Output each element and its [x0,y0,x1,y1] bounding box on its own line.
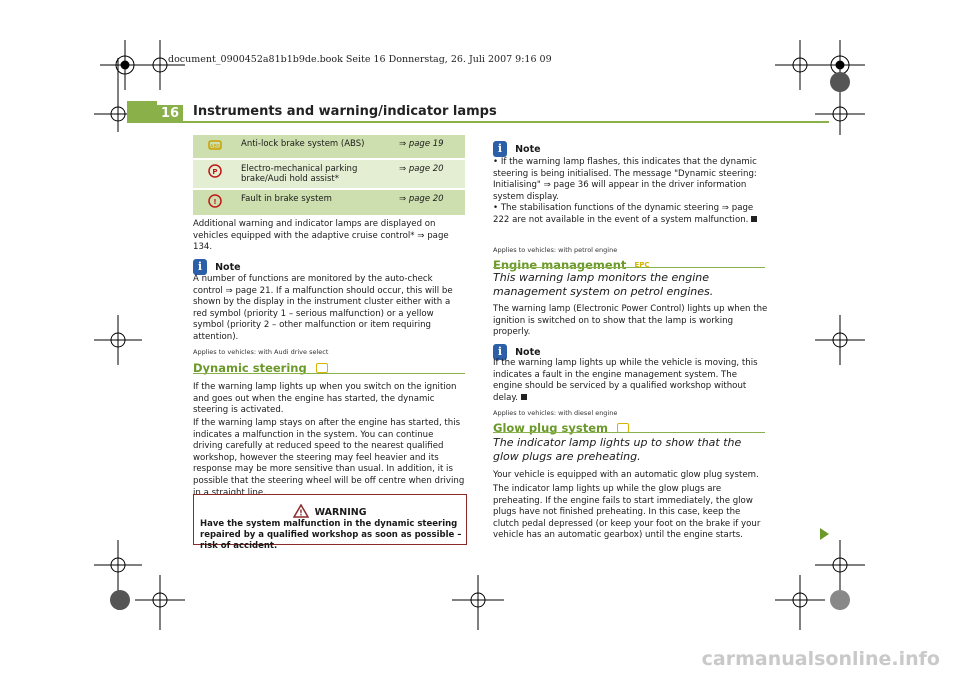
epc-lamp-icon: EPC [634,260,650,269]
warning-box: ! WARNING Have the system malfunction in… [193,494,467,551]
dynamic-steering-lamp-icon [315,362,328,373]
section-title: Dynamic steering [193,361,307,375]
engine-management-lead: This warning lamp monitors the engine ma… [493,271,714,298]
svg-text:!: ! [213,198,216,206]
lamp-label: Fault in brake system [237,189,395,217]
page-number: 16 [157,105,184,121]
warning-label: WARNING [314,507,367,518]
end-square-icon [521,393,527,400]
parking-brake-lamp-icon: P [193,159,237,190]
engine-note-text: If the warning lamp lights up while the … [493,358,768,404]
glow-plug-lead: The indicator lamp lights up to show tha… [493,436,742,463]
note-bullet-2: • The stabilisation functions of the dyn… [493,203,768,226]
table-row: ! Fault in brake system ⇒ page 20 [193,189,465,217]
page-title: Instruments and warning/indicator lamps [193,104,497,119]
svg-text:!: ! [300,508,304,517]
bullet-icon: • [493,203,501,213]
end-square-icon [751,215,758,222]
section-title: Engine management [493,258,627,272]
note-bullet-text: The stabilisation functions of the dynam… [493,203,754,225]
engine-note-body: If the warning lamp lights up while the … [493,358,758,403]
section-rule [493,267,765,268]
dynamic-steering-paragraph-2: If the warning lamp stays on after the e… [193,418,465,498]
table-row: P Electro-mechanical parking brake/Audi … [193,159,465,190]
section-title: Glow plug system [493,421,608,435]
note-heading: i Note [493,137,541,157]
dynamic-steering-paragraph-1: If the warning lamp lights up when you s… [193,382,457,416]
lamp-label: Electro-mechanical parking brake/Audi ho… [237,159,395,190]
abs-lamp-icon: ABS [193,135,237,160]
note-label: Note [515,144,541,155]
watermark: carmanualsonline.info [701,648,940,670]
glow-plug-paragraph-1: Your vehicle is equipped with an automat… [493,470,759,480]
info-icon: i [193,259,207,275]
next-page-arrow-icon[interactable] [820,528,829,540]
glow-plug-paragraph-2: The indicator lamp lights up while the g… [493,484,761,541]
warning-text: Have the system malfunction in the dynam… [200,519,462,551]
page-link[interactable]: ⇒ page 20 [395,189,465,217]
section-title-glow-plug: Glow plug system [493,417,630,436]
applies-label: Applies to vehicles: with Audi drive sel… [193,348,329,356]
note-bullet-1: • If the warning lamp flashes, this indi… [493,157,768,203]
lamp-label: Anti-lock brake system (ABS) [237,135,395,160]
section-title-engine-management: Engine management EPC [493,254,650,273]
note-bullet-text: If the warning lamp flashes, this indica… [493,157,757,202]
note-heading: i Note [193,255,241,275]
applies-label: Applies to vehicles: with petrol engine [493,246,618,254]
header-rule [127,121,829,123]
note-label: Note [515,347,541,358]
page-link[interactable]: ⇒ page 20 [395,159,465,190]
note-text: A number of functions are monitored by t… [193,274,453,342]
warning-heading: ! WARNING [194,500,466,519]
applies-label: Applies to vehicles: with diesel engine [493,409,618,417]
page-number-bar [127,101,157,121]
note-heading: i Note [493,340,541,360]
page-link[interactable]: ⇒ page 19 [395,135,465,160]
note-label: Note [215,262,241,273]
engine-management-text: The warning lamp (Electronic Power Contr… [493,304,768,338]
lamp-table: ABS Anti-lock brake system (ABS) ⇒ page … [193,135,465,217]
bullet-icon: • [493,157,501,167]
section-rule [493,432,765,433]
info-icon: i [493,344,507,360]
info-icon: i [493,141,507,157]
table-row: ABS Anti-lock brake system (ABS) ⇒ page … [193,135,465,160]
intro-paragraph: Additional warning and indicator lamps a… [193,219,449,253]
glow-plug-lamp-icon [617,422,630,433]
svg-text:ABS: ABS [210,144,220,150]
brake-fault-lamp-icon: ! [193,189,237,217]
section-title-dynamic-steering: Dynamic steering [193,357,328,376]
warning-triangle-icon: ! [293,503,310,518]
section-rule [193,373,465,374]
document-file-line: document_0900452a81b1b9de.book Seite 16 … [168,54,552,65]
svg-text:P: P [212,168,217,176]
